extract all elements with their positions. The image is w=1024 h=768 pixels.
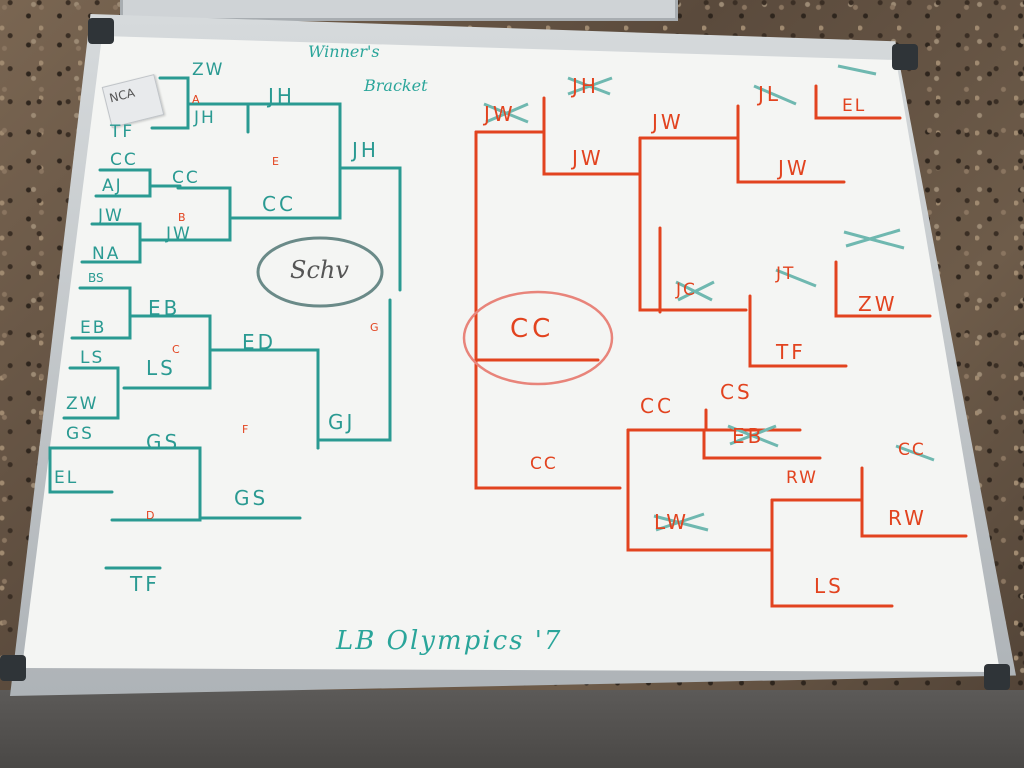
red-name: TF xyxy=(776,340,806,364)
red-name: LS xyxy=(814,574,844,598)
teal-r2-name: JH xyxy=(194,108,216,128)
game-label: D xyxy=(146,509,155,522)
teal-r1-name: TF xyxy=(110,122,135,142)
game-label: A xyxy=(192,93,200,106)
title-line-1: Winner's xyxy=(308,42,380,61)
circle-left xyxy=(256,236,384,308)
red-name: LW xyxy=(654,510,690,534)
teal-r1-name: GS xyxy=(66,424,94,444)
teal-r3-name: GS xyxy=(234,486,269,510)
red-name: CC xyxy=(898,440,926,460)
teal-r4-name: JH xyxy=(352,138,379,162)
teal-r1-name: CC xyxy=(110,150,138,170)
game-label: G xyxy=(370,321,379,334)
red-name: JT xyxy=(776,264,796,284)
red-name: JW xyxy=(652,110,684,134)
red-name: JW xyxy=(484,102,516,126)
teal-r1-name: BS xyxy=(88,271,104,285)
red-name: ZW xyxy=(858,292,898,316)
circle-right xyxy=(462,290,614,386)
game-label: F xyxy=(242,423,249,436)
frame-corner-top-right xyxy=(892,44,918,70)
floor xyxy=(0,690,1024,768)
teal-r3-name: JH xyxy=(268,84,295,108)
teal-r2-name: EB xyxy=(148,296,181,320)
teal-r2-name: LS xyxy=(146,356,176,380)
frame-corner-top-left xyxy=(88,18,114,44)
teal-r1-name: EL xyxy=(54,468,79,488)
crossouts xyxy=(483,64,935,532)
red-name: CC xyxy=(530,454,558,474)
red-name: JW xyxy=(572,146,604,170)
red-name: JW xyxy=(778,156,810,180)
red-name: JC xyxy=(676,280,697,300)
teal-r1-name: EB xyxy=(80,318,107,338)
title-line-2: Bracket xyxy=(364,76,428,95)
red-name: EB xyxy=(732,424,765,448)
board-footer: LB Olympics '7 xyxy=(336,626,563,656)
game-label: B xyxy=(178,211,186,224)
red-bracket-lines xyxy=(474,84,968,608)
teal-r1-name: ZW xyxy=(66,394,99,414)
red-name: CS xyxy=(720,380,753,404)
teal-bracket-lines xyxy=(48,76,402,570)
red-name: CC xyxy=(640,394,674,418)
frame-corner-bottom-left xyxy=(0,655,26,681)
teal-r2-name: TF xyxy=(130,572,160,596)
red-name: RW xyxy=(888,506,927,530)
red-name: EL xyxy=(842,96,867,116)
teal-r2-name: JW xyxy=(166,224,192,244)
teal-r1-name: LS xyxy=(80,348,105,368)
teal-r2-name: GS xyxy=(146,430,181,454)
red-name: JL xyxy=(758,82,782,106)
red-name: RW xyxy=(786,468,818,488)
circled-name-left: Schv xyxy=(290,256,349,284)
red-name: JH xyxy=(572,74,599,98)
game-label: E xyxy=(272,155,279,168)
teal-r3-name: CC xyxy=(262,192,296,216)
frame-corner-bottom-right xyxy=(984,664,1010,690)
second-whiteboard-edge xyxy=(120,0,678,21)
teal-r4-name: GJ xyxy=(328,410,356,434)
circled-name-right: CC xyxy=(510,314,555,344)
teal-r3-name: ED xyxy=(242,330,277,354)
teal-r1-name: AJ xyxy=(102,176,123,196)
teal-r1-name: NA xyxy=(92,244,121,264)
game-label: C xyxy=(172,343,180,356)
teal-r1-name: JW xyxy=(98,206,124,226)
teal-r2-name: CC xyxy=(172,168,200,188)
teal-r1-name: ZW xyxy=(192,60,225,80)
